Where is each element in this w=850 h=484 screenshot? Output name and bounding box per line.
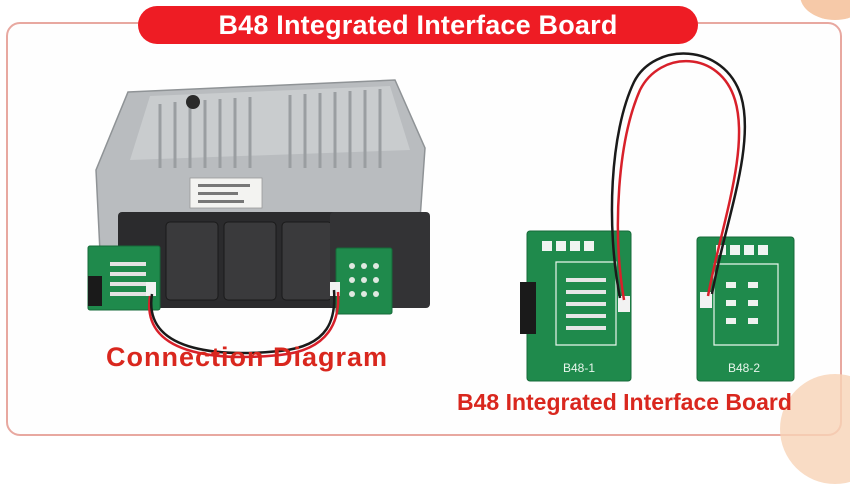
board-wire-loop: [610, 52, 747, 301]
ecu-module: [95, 79, 430, 308]
ecu-wire-loop: [148, 289, 340, 359]
connection-diagram-caption: Connection Diagram: [106, 342, 389, 372]
board2-label: B48-2: [728, 361, 761, 375]
b48-1-board: [520, 230, 632, 382]
board1-label: B48-1: [563, 361, 596, 375]
b48-1-on-ecu: [87, 245, 161, 311]
b48-2-board: [696, 236, 795, 382]
page-title: B48 Integrated Interface Board: [138, 6, 698, 44]
product-photo: [87, 52, 795, 382]
b48-2-on-ecu: [330, 247, 393, 315]
product-name-caption: B48 Integrated Interface Board: [457, 389, 792, 415]
